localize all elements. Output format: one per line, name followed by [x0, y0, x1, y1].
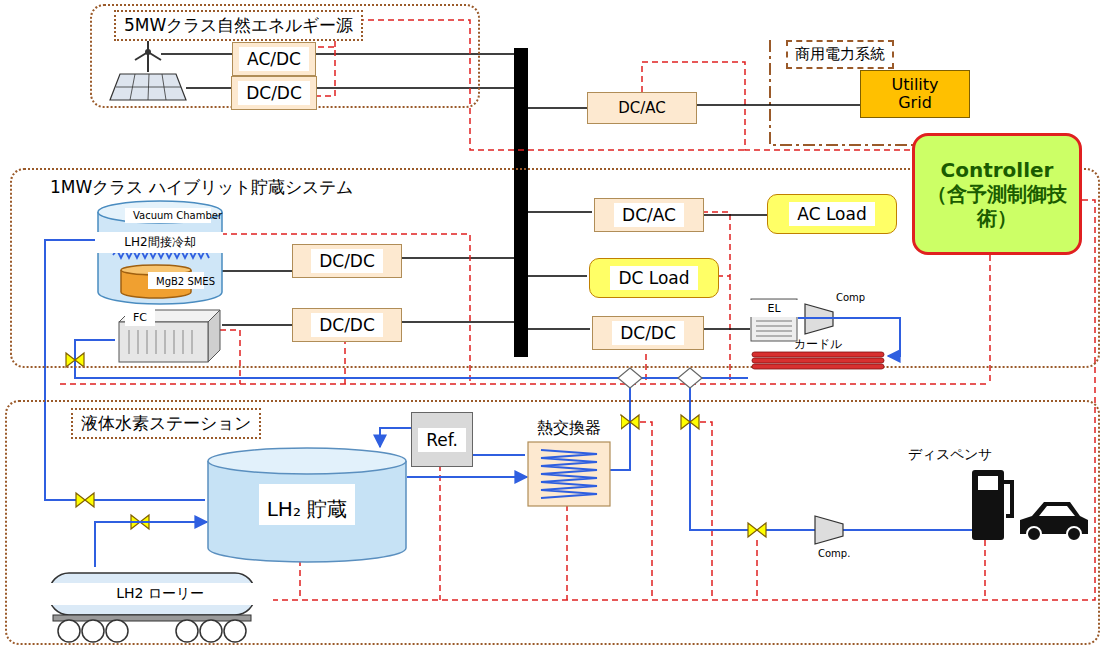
region-frame: 5MWクラス自然エネルギー源 AC/DC DC/DC [90, 4, 480, 108]
converter-box: DC/DC [592, 316, 704, 350]
connector [222, 324, 292, 326]
connector [704, 214, 767, 216]
connector [407, 476, 527, 478]
node-text: DC Load [610, 266, 697, 290]
node-text: 液体水素ステーション [71, 408, 261, 439]
node-text: Utility Grid [875, 76, 955, 113]
node-text: DC/DC [238, 81, 310, 105]
converter-box: AC/DC [232, 42, 316, 76]
smes-coil: MgB2 SMES [120, 264, 192, 298]
node-text: Vacuum Chamber [125, 208, 211, 223]
node-text: LH₂ 貯蔵 [259, 484, 356, 525]
connector [704, 328, 750, 330]
node-text: 5MWクラス自然エネルギー源 [114, 10, 363, 41]
node-subtext: LH2間接冷却 [97, 232, 223, 253]
vacuum-chamber: Vacuum ChamberLH2間接冷却 MgB2 SMES [97, 200, 223, 304]
dc-bus-bar [514, 48, 528, 357]
grid-label-box: 商用電力系統 [786, 40, 894, 69]
node-text: DC/AC [614, 203, 684, 227]
valve-symbol [66, 353, 766, 537]
hydrogen-curdle: カードル [748, 338, 888, 370]
solar-panel [110, 74, 186, 100]
node-text: Controller [941, 158, 1054, 182]
node-text: AC Load [789, 202, 874, 226]
callout-label: Comp. [818, 548, 850, 559]
node-text: DC/DC [612, 321, 684, 345]
node-text: EL [750, 300, 798, 317]
dispenser: ディスペンサ [880, 442, 1092, 542]
hydrogen-pipe [45, 240, 975, 530]
region-frame: 液体水素ステーションLH₂ 貯蔵Ref.熱交換器ディスペンサLH2 ローリー [5, 400, 1100, 645]
node-text: AC/DC [239, 47, 309, 71]
pipe-junction [618, 368, 702, 388]
converter-box: DC/DC [292, 308, 402, 342]
node-text: FC [125, 309, 155, 326]
node-text: 商用電力系統 [795, 45, 885, 64]
utility-grid-box: Utility Grid [860, 70, 970, 118]
converter-box: DC/AC [594, 198, 704, 232]
node-text: 1MWクラス ハイブリット貯蔵システム [42, 174, 361, 201]
converter-box: DC/DC [231, 76, 317, 110]
heat-exchanger: 熱交換器 [527, 412, 611, 507]
node-text: ディスペンサ [900, 444, 1000, 466]
node-subtext: （含予測制御技術） [921, 182, 1073, 230]
node-text: DC/AC [618, 99, 666, 117]
node-text: DC/DC [311, 313, 383, 337]
load-box: AC Load [767, 194, 897, 234]
callout-label: Comp [836, 292, 865, 303]
grid-boundary [770, 40, 1050, 145]
node-text: DC/DC [311, 249, 383, 273]
controller-box: Controller（含予測制御技術） [912, 133, 1082, 255]
node-text: カードル [748, 336, 888, 353]
node-text: 熱交換器 [517, 416, 621, 441]
fuel-cell: FC [117, 308, 222, 364]
node-text: LH2 ローリー [47, 583, 273, 605]
wind-turbine [135, 37, 161, 72]
electrolyzer: EL [750, 298, 798, 342]
connector [380, 428, 411, 447]
lh2-lorry: LH2 ローリー [47, 567, 257, 645]
load-box: DC Load [589, 258, 719, 298]
node-text: MgB2 SMES [148, 272, 204, 289]
connector [95, 522, 207, 567]
converter-box: DC/DC [292, 244, 402, 278]
connector [697, 104, 860, 106]
lh2-tank: LH₂ 貯蔵 [207, 447, 407, 562]
node-text: Ref. [418, 428, 466, 452]
lorry-drawing [47, 567, 257, 645]
converter-box: DC/AC [587, 92, 697, 124]
refrigerator-box: Ref. [411, 412, 473, 467]
